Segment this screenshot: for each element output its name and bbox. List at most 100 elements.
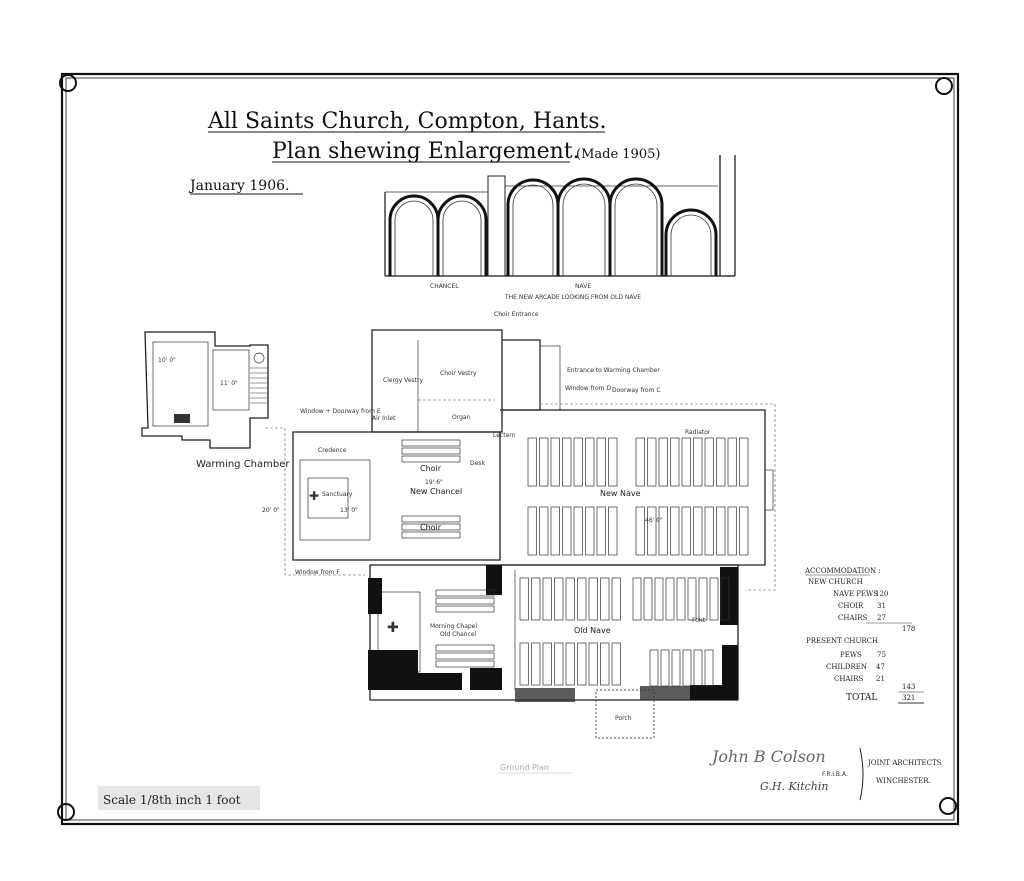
new-church-label: NEW CHURCH: [808, 578, 863, 586]
title-line-1: All Saints Church, Compton, Hants.: [207, 109, 607, 134]
dim-46: 46' 0": [645, 517, 663, 524]
pew: [600, 577, 610, 621]
label-organ: Organ: [452, 414, 471, 421]
pew: [562, 506, 572, 556]
pew: [608, 506, 618, 556]
pew: [658, 437, 668, 487]
label-font: Font: [692, 617, 706, 624]
pew: [596, 437, 606, 487]
label-window-from-d: Window from D: [565, 385, 611, 392]
title-line-2: Plan shewing Enlargement.: [272, 139, 580, 164]
pew: [565, 577, 575, 621]
pew: [600, 642, 610, 686]
pew: [585, 506, 595, 556]
arch-inner: [670, 214, 712, 276]
pew: [596, 506, 606, 556]
pew: [704, 649, 714, 687]
altar-cross-icon: ✚: [387, 620, 399, 636]
arch-inner: [614, 183, 658, 276]
arch-inner: [442, 200, 482, 276]
pew: [539, 506, 549, 556]
pew: [519, 642, 529, 686]
pew: [554, 642, 564, 686]
label-new-nave: New Nave: [600, 489, 641, 498]
pew: [588, 577, 598, 621]
label-choir-vestry: Choir Vestry: [440, 370, 477, 377]
pew: [554, 577, 564, 621]
label-porch: Porch: [615, 715, 632, 722]
pew: [698, 577, 708, 621]
accommodation-table: ACCOMMODATION : NEW CHURCH NAVE PEWS 120…: [804, 567, 924, 704]
church-floor-plan: [265, 329, 776, 739]
arch: [556, 177, 612, 276]
pew: [658, 506, 668, 556]
present-church-label: PRESENT CHURCH: [806, 637, 878, 645]
pew: [665, 577, 675, 621]
pew: [635, 437, 645, 487]
elevation-caption: THE NEW ARCADE LOOKING FROM OLD NAVE: [504, 294, 641, 301]
pew: [720, 577, 730, 621]
pew: [643, 577, 653, 621]
pew: [670, 506, 680, 556]
label-lectern: Lectern: [493, 432, 516, 439]
dim-20: 20' 0": [262, 507, 280, 514]
label-sanctuary: Sanctuary: [322, 491, 353, 498]
choir-stall: [401, 447, 461, 455]
label-air-inlet: Air Inlet: [372, 415, 396, 422]
pew: [716, 437, 726, 487]
arch-inner: [512, 184, 554, 276]
pew: [573, 506, 583, 556]
choir-stall: [435, 660, 495, 668]
arch: [388, 194, 440, 276]
pew: [693, 649, 703, 687]
pew: [562, 437, 572, 487]
pew: [670, 437, 680, 487]
pew: [550, 437, 560, 487]
pew: [531, 642, 541, 686]
elevation-label-chancel: CHANCEL: [430, 283, 459, 290]
total-value: 321: [902, 694, 915, 702]
pew: [527, 506, 537, 556]
pew: [682, 649, 692, 687]
pew: [577, 577, 587, 621]
pew: [611, 642, 621, 686]
dim-13: 13' 0": [340, 507, 358, 514]
row-value: 47: [876, 663, 885, 671]
row-label: NAVE PEWS: [833, 590, 878, 598]
present-church-subtotal: 143: [902, 683, 915, 691]
label-doorway-from-c: Doorway from C: [612, 387, 661, 394]
arch: [436, 194, 488, 276]
choir-stall: [435, 589, 495, 597]
choir-stall: [401, 455, 461, 463]
altar-cross-icon: ✚: [309, 489, 319, 503]
pew: [704, 506, 714, 556]
signature-kitchin: G.H. Kitchin: [760, 780, 828, 793]
pew: [739, 437, 749, 487]
dim-10: 10' 0": [158, 357, 176, 364]
firm-line-1: JOINT ARCHITECTS: [867, 759, 942, 767]
signature-colson: John B Colson: [709, 747, 826, 766]
arcade-elevation: [384, 155, 736, 277]
pew: [649, 649, 659, 687]
warming-chamber-plan: [141, 331, 269, 449]
pew: [704, 437, 714, 487]
label-window-from-f: Window from F: [295, 569, 340, 576]
pew: [632, 577, 642, 621]
pew: [739, 506, 749, 556]
pew: [693, 437, 703, 487]
row-value: 75: [877, 651, 886, 659]
choir-stall: [401, 523, 461, 531]
choir-stall: [435, 605, 495, 613]
choir-stall: [435, 652, 495, 660]
pew: [611, 577, 621, 621]
pew: [727, 437, 737, 487]
pew: [527, 437, 537, 487]
pew: [687, 577, 697, 621]
label-choir-south: Choir: [420, 523, 442, 532]
label-morning-chapel: Morning Chapel: [430, 623, 477, 630]
elevation-label-nave: NAVE: [575, 283, 591, 290]
pew: [542, 577, 552, 621]
pew: [709, 577, 719, 621]
label-window-doorway-e: Window + Doorway from E: [300, 408, 381, 415]
